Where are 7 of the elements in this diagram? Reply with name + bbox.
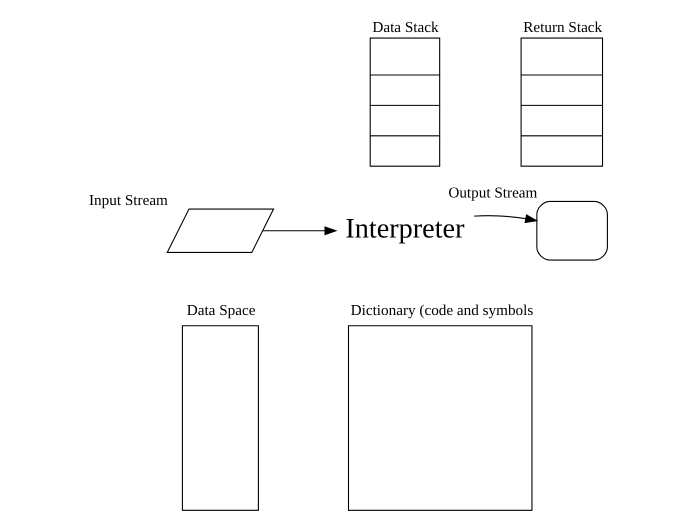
node-label: Dictionary (code and symbols: [350, 302, 533, 320]
node-text: Interpreter: [344, 214, 464, 245]
node-label: Input Stream: [88, 192, 168, 209]
node-label: Data Space: [186, 302, 255, 320]
node-text: Return Stack: [522, 18, 602, 36]
node-text: Data Stack: [372, 18, 438, 36]
node-label: Output Stream: [448, 184, 537, 202]
